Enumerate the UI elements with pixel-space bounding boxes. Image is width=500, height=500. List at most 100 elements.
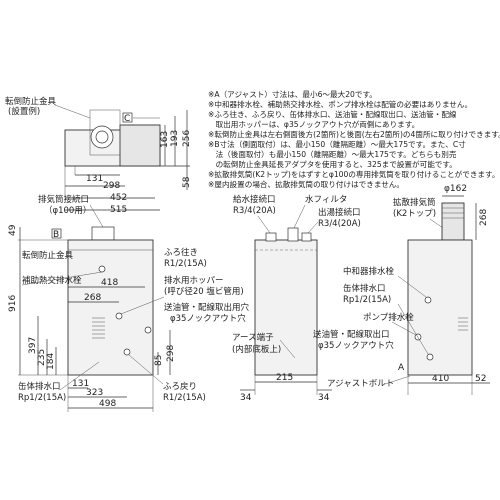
note-9: ※拡散排気筒(K2トップ)をはずすとφ100の専用排気筒を取り付けることができま… bbox=[208, 169, 499, 179]
dim-268r: 268 bbox=[479, 209, 489, 226]
dim-268: 268 bbox=[84, 293, 101, 303]
dim-215: 215 bbox=[276, 373, 293, 383]
note-6: ※B寸法（側面取付）は、最小150（離隔距離）～最大175です。また、C寸 bbox=[208, 139, 466, 149]
bath-ret-leader bbox=[128, 354, 164, 385]
dim-397: 397 bbox=[28, 337, 38, 354]
right-diffuser-label-2: (K2トップ) bbox=[393, 209, 436, 219]
right-can-drain-label-2: Rp1/2(15A) bbox=[343, 295, 391, 305]
dim-916: 916 bbox=[8, 295, 18, 312]
right-oil-label-2: φ35ノックアウト穴 bbox=[318, 340, 394, 351]
dim-410: 410 bbox=[432, 374, 449, 384]
front-exhaust-stub bbox=[91, 226, 115, 241]
notes-block: ※A（アジャスト）寸法は、最小6～最大20です。 ※中和器排水栓、補助熱交排水栓… bbox=[208, 89, 500, 189]
top-bracket-label-1: 転倒防止金具 bbox=[5, 96, 57, 107]
front-oil-label: 送油管・配線取出用穴 bbox=[164, 302, 250, 313]
front-aux-drain-label: 補助熱交排水栓 bbox=[22, 275, 82, 286]
note-10: ※屋内設置の場合、拡散排気筒の取り付けはできません。 bbox=[208, 179, 404, 189]
note-1: ※A（アジャスト）寸法は、最小6～最大20です。 bbox=[208, 89, 377, 99]
right-can-drain-label: 缶体排水口 bbox=[343, 283, 386, 294]
filter-leader bbox=[293, 204, 306, 229]
earth-leader bbox=[279, 339, 296, 359]
right-body bbox=[407, 239, 473, 376]
hopper-leader bbox=[120, 296, 165, 315]
note-7: 法（後面取付）も最小150（離隔距離）～最大175です。どちらも別売 bbox=[208, 149, 457, 159]
side-water-in-label-2: R3/4(20A) bbox=[233, 206, 276, 216]
diffuser-leader bbox=[429, 218, 444, 229]
side-earth-label-2: (内部底板上) bbox=[232, 344, 281, 355]
dim-323: 323 bbox=[86, 388, 103, 398]
side-hot-out-label: 出湯接続口 bbox=[318, 207, 361, 218]
side-hot-out-label-2: R3/4(20A) bbox=[318, 219, 361, 229]
aux-drain-marker bbox=[98, 265, 106, 273]
front-hopper-label: 排水用ホッパー bbox=[164, 275, 224, 286]
exhaust-port-inner bbox=[95, 130, 109, 144]
front-bath-out-label: ふろ往き bbox=[164, 247, 198, 258]
dim-34r: 34 bbox=[318, 393, 330, 403]
right-oil-label: 送油管・配線取出口 bbox=[313, 329, 390, 340]
front-bath-ret-label-2: R1/2(15A) bbox=[163, 393, 206, 403]
oil-hole-marker bbox=[144, 326, 152, 334]
filter-stub bbox=[287, 227, 299, 242]
pump-leader bbox=[391, 321, 417, 336]
top-view-rear bbox=[119, 124, 161, 167]
front-view: B 転倒防止金具 補助熱交排水栓 排気筒接続口 （φ100用） ふろ往き R1/… bbox=[8, 194, 250, 412]
note-2: ※中和器排水栓、補助熱交排水栓、ポンプ排水栓は配管の必要はありません。 bbox=[208, 99, 472, 109]
right-diffuser-label: 拡散排気筒 bbox=[393, 197, 436, 208]
dim-235: 235 bbox=[37, 349, 47, 366]
hot-out-leader bbox=[307, 221, 319, 234]
top-view: 転倒防止金具 (設置例) C 163 193 256 58 131 298 45… bbox=[5, 96, 192, 215]
side-earth-label: アース端子 bbox=[232, 332, 274, 343]
front-bracket-label: 転倒防止金具 bbox=[22, 250, 74, 261]
note-5: ※転倒防止金具は左右側面後方(2箇所)と後面(左右2箇所)の4箇所に取り付けでき… bbox=[208, 129, 500, 139]
dim-52: 52 bbox=[475, 374, 486, 384]
right-adjust-label: アジャストボルト bbox=[327, 379, 394, 389]
right-pump-label: ポンプ排水栓 bbox=[363, 312, 414, 323]
adjust-leader bbox=[384, 375, 411, 385]
hot-out-stub bbox=[301, 232, 312, 242]
dim-box-c bbox=[122, 112, 133, 123]
front-can-drain-label-2: Rp1/2(15A) bbox=[18, 393, 66, 403]
water-in-stub bbox=[265, 232, 277, 242]
bath-return-marker bbox=[123, 348, 131, 356]
top-view-bracket-plate bbox=[89, 109, 121, 156]
front-bath-out-label-2: R1/2(15A) bbox=[164, 259, 207, 269]
front-exhaust-label-2: （φ100用） bbox=[44, 205, 91, 216]
dim-498: 498 bbox=[99, 399, 116, 409]
dim-256: 256 bbox=[182, 130, 192, 147]
dim-163: 163 bbox=[160, 131, 170, 148]
dim-phi162: φ162 bbox=[444, 184, 467, 194]
front-exhaust-label: 排気筒接続口 bbox=[38, 194, 89, 205]
side-filter-label: 水フィルタ bbox=[305, 194, 347, 205]
note-8: の転倒防止金具延長アダプタを使用すると、325まで設置が可能です。 bbox=[208, 159, 457, 169]
dim-193: 193 bbox=[170, 130, 180, 147]
side-body bbox=[254, 239, 318, 376]
dim-b: B bbox=[53, 230, 59, 240]
dim-452: 452 bbox=[110, 193, 127, 203]
diffuser-stack bbox=[441, 202, 465, 241]
right-vent-grille bbox=[458, 317, 468, 331]
top-bracket-label-2: (設置例) bbox=[8, 106, 40, 117]
dim-131f: 131 bbox=[72, 379, 89, 389]
right-neutral-label: 中和器排水栓 bbox=[343, 266, 395, 277]
front-hopper-label-2: (呼び径20 塩ビ管用) bbox=[164, 286, 244, 297]
aux-drain-leader bbox=[21, 271, 103, 286]
dim-c: C bbox=[124, 114, 130, 124]
neutral-leader bbox=[397, 275, 427, 298]
dim-418: 418 bbox=[101, 278, 118, 288]
side-view: 給水接続口 R3/4(20A) 水フィルタ 出湯接続口 R3/4(20A) アー… bbox=[232, 194, 361, 403]
water-in-leader bbox=[257, 215, 271, 234]
dim-298: 298 bbox=[103, 181, 120, 191]
bracket-leader bbox=[54, 104, 91, 119]
neutral-drain-marker bbox=[424, 296, 432, 304]
note-3: ※ふろ往き、ふろ戻り、缶体排水口、送油管・配線取出口、送油管・配線 bbox=[208, 109, 457, 119]
hopper-marker bbox=[115, 312, 123, 320]
front-can-drain-label: 缶体排水口 bbox=[18, 381, 61, 392]
can-drain-marker bbox=[426, 353, 434, 361]
dim-34l: 34 bbox=[240, 393, 252, 403]
dim-184: 184 bbox=[46, 353, 56, 370]
front-bath-ret-label: ふろ戻り bbox=[163, 381, 197, 392]
front-vent-grille bbox=[92, 317, 105, 339]
front-body bbox=[67, 239, 154, 376]
dim-131: 131 bbox=[86, 174, 103, 184]
